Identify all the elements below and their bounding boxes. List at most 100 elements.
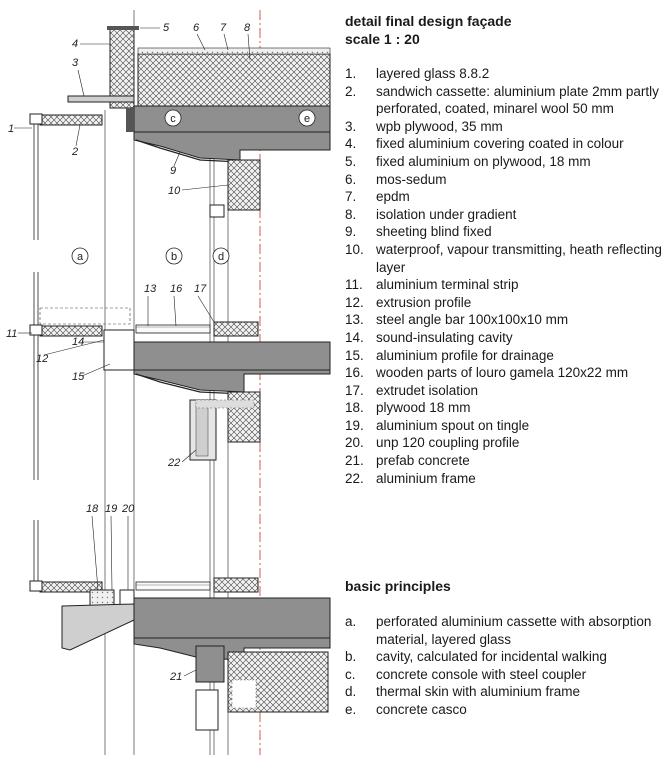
legend-item: 22.aluminium frame (345, 470, 665, 488)
legend-item: 14.sound-insulating cavity (345, 329, 665, 347)
legend-item: 5.fixed aluminium on plywood, 18 mm (345, 153, 665, 171)
louvre-slats-base (135, 581, 211, 591)
label-14: 14 (72, 336, 84, 348)
drawing-title: detail final design façade (345, 13, 512, 29)
legend-text: layered glass 8.8.2 (376, 66, 490, 81)
console-underside (133, 131, 331, 161)
legend-text: sandwich cassette: aluminium plate 2mm p… (376, 83, 659, 117)
legend-item: 12. extrusion profile (345, 294, 665, 312)
legend-item: 6.mos-sedum (345, 171, 665, 189)
legend-item: 4. fixed aluminium covering coated in col… (345, 135, 665, 153)
circle-label-d-text: d (218, 251, 224, 263)
principle-item: d. thermal skin with aluminium frame (345, 683, 665, 701)
principle-text: cavity, calculated for incidental walkin… (376, 649, 607, 665)
principle-number: d. (345, 684, 357, 700)
label-3: 3 (72, 57, 79, 69)
legend-item: 2.sandwich cassette: aluminium plate 2mm… (345, 83, 665, 118)
label-21: 21 (169, 671, 182, 683)
legend-text: plywood 18 mm (376, 400, 471, 416)
legend-text: extrusion profile (376, 294, 472, 310)
circle-label-c (164, 109, 182, 127)
legend-text: extrudet isolation (376, 382, 479, 398)
legend-item: 9.sheeting blind fixed (345, 223, 665, 241)
label-17: 17 (194, 283, 207, 295)
principle-text: thermal skin with aluminium frame (376, 684, 581, 700)
glass-frame (29, 113, 43, 125)
label-6: 6 (193, 22, 200, 34)
legend-item: 19.aluminium spout on tingle (345, 417, 665, 435)
legend-number: 4. (345, 136, 357, 152)
circle-label-row: a b d (71, 247, 230, 265)
principle-number: e. (345, 701, 357, 717)
label-11: 11 (6, 328, 17, 340)
circle-label-e (298, 109, 316, 127)
label-13: 13 (144, 283, 157, 295)
legend-number: 1. (345, 66, 357, 81)
circle-label-c-text: c (170, 113, 176, 125)
legend-item: 13. steel angle bar 100x100x10 mm (345, 311, 665, 329)
label-22: 22 (167, 457, 180, 469)
legend-item: 3.wpb plywood, 35 mm (345, 118, 665, 136)
legend-number: 8. (345, 206, 357, 222)
circle-label-b (165, 247, 183, 265)
principle-item: c. concrete console with steel coupler (345, 666, 665, 684)
legend-text: steel angle bar 100x100x10 mm (376, 312, 569, 328)
facade-detail-drawing: c e 5 6 7 8 4 3 1 2 9 10 a b d (6, 10, 331, 755)
legend-text: aluminium terminal strip (376, 277, 519, 293)
fixing-block (126, 108, 134, 132)
extrusion-profile (103, 329, 135, 371)
console-insulation-floor (227, 391, 261, 443)
legend-number: 11. (345, 277, 363, 293)
legend-text: fixed aluminium covering coated in colou… (376, 136, 624, 152)
legend-text: sheeting blind fixed (376, 224, 492, 240)
spout (61, 603, 135, 651)
roof-slab (133, 105, 331, 133)
legend-item: 20.unp 120 coupling profile (345, 434, 665, 452)
cassette-top (39, 114, 103, 126)
legend-number: 16. (345, 365, 364, 381)
legend-number: 14. (345, 329, 364, 345)
principle-number: c. (345, 666, 356, 682)
circle-label-b-text: b (171, 251, 177, 263)
legend-item: 16.wooden parts of louro gamela 120x22 m… (345, 364, 665, 382)
legend-text: prefab concrete (376, 453, 470, 469)
legend-text: wpb plywood, 35 mm (376, 118, 503, 134)
roof-sedum (137, 47, 331, 55)
floor-insulation (213, 321, 259, 337)
parapet-cap (107, 26, 139, 30)
circle-label-d (212, 247, 230, 265)
legend-panel: detail final design façade scale 1 : 20 … (345, 12, 665, 487)
prefab-concrete (195, 645, 225, 683)
principles-title: basic principles (345, 578, 451, 594)
legend-text: aluminium spout on tingle (376, 417, 530, 433)
cassette-floor (39, 325, 103, 337)
labels-section-roof: 5 6 7 8 4 3 1 2 9 10 (8, 22, 251, 197)
labels-section-base: 18 19 20 21 (86, 503, 197, 683)
legend-item: 1. layered glass 8.8.2 (345, 65, 665, 83)
principles-list: a.perforated aluminium cassette with abs… (345, 613, 665, 719)
legend-item: 18.plywood 18 mm (345, 399, 665, 417)
legend-item: 17.extrudet isolation (345, 382, 665, 400)
label-16: 16 (170, 283, 183, 295)
label-20: 20 (121, 503, 135, 515)
label-18: 18 (86, 503, 99, 515)
canopy-plywood (67, 95, 135, 103)
principle-item: e. concrete casco (345, 701, 665, 719)
principle-text: perforated aluminium cassette with absor… (376, 614, 652, 647)
glass-frame-base (29, 580, 43, 592)
label-12: 12 (36, 353, 48, 365)
principle-item: a.perforated aluminium cassette with abs… (345, 613, 665, 648)
legend-number: 12. (345, 294, 364, 310)
legend-list: 1. layered glass 8.8.2 2.sandwich cassette… (345, 65, 665, 487)
base-insulation (213, 577, 259, 593)
legend-item: 7.epdm (345, 188, 665, 206)
principle-number: b. (345, 649, 357, 665)
circle-label-a-text: a (77, 251, 84, 263)
principle-text: concrete casco (376, 701, 467, 717)
label-4: 4 (72, 38, 78, 50)
legend-number: 13. (345, 312, 364, 328)
legend-number: 21. (345, 453, 364, 469)
aluminium-frame-base (195, 689, 219, 731)
legend-text: aluminium frame (376, 470, 476, 486)
principle-text: concrete console with steel coupler (376, 666, 587, 682)
